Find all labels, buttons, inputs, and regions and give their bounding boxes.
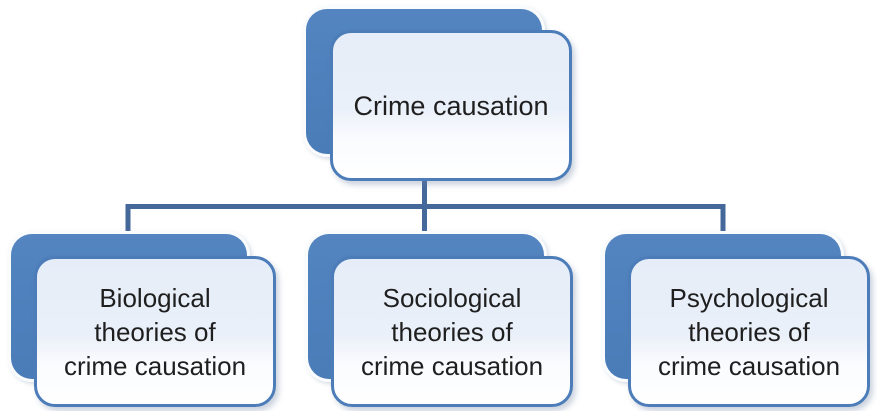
node-front-shape: Crime causation: [330, 30, 572, 181]
node-front-shape: Psychological theories of crime causatio…: [628, 256, 870, 407]
node-psychological-theories: Psychological theories of crime causatio…: [602, 231, 872, 409]
node-crime-causation: Crime causation: [303, 6, 573, 184]
node-label: Psychological theories of crime causatio…: [657, 282, 841, 381]
node-biological-theories: Biological theories of crime causation: [8, 231, 278, 409]
node-label: Crime causation: [353, 90, 549, 121]
connector-elbow: [125, 204, 726, 233]
node-sociological-theories: Sociological theories of crime causation: [305, 231, 575, 409]
node-front-shape: Biological theories of crime causation: [34, 256, 276, 407]
node-label: Biological theories of crime causation: [63, 282, 247, 381]
node-label: Sociological theories of crime causation: [360, 282, 544, 381]
node-front-shape: Sociological theories of crime causation: [331, 256, 573, 407]
